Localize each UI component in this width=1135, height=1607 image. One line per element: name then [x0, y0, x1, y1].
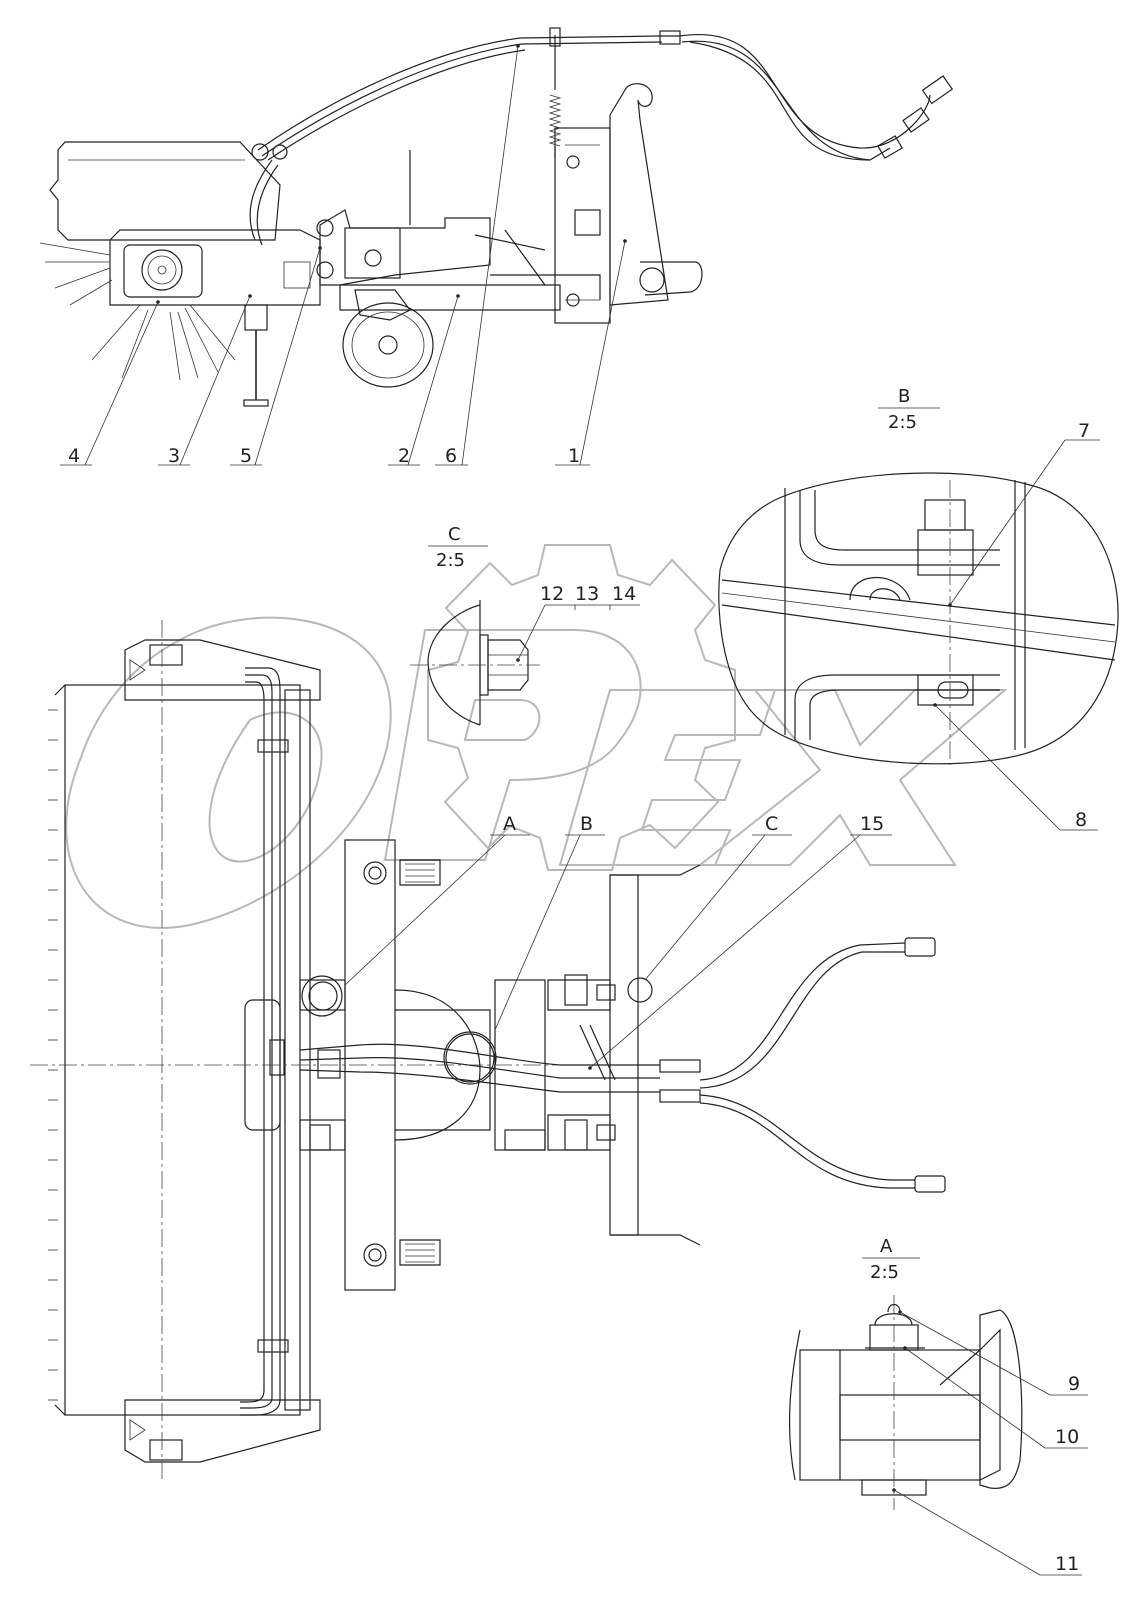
callout-12: 12 [540, 583, 564, 605]
callout-13: 13 [575, 583, 599, 605]
bristle-ticks [48, 709, 58, 1401]
callout-3: 3 [168, 445, 180, 467]
callout-7: 7 [1078, 420, 1090, 442]
side-view-callouts: 1 2 3 4 5 6 [60, 45, 626, 467]
detail-view-c: C 2:5 12 13 14 [410, 524, 640, 726]
callout-1: 1 [568, 445, 580, 467]
opex-watermark [65, 544, 1008, 929]
detail-b-scale: 2:5 [888, 412, 917, 433]
detail-view-a: A 2:5 9 10 11 [788, 1236, 1088, 1576]
callout-5: 5 [240, 445, 252, 467]
callout-8: 8 [1075, 809, 1087, 831]
side-view [39, 27, 954, 407]
callout-2: 2 [398, 445, 410, 467]
marker-c: C [765, 813, 778, 835]
top-view [30, 620, 946, 1480]
callout-6: 6 [445, 445, 457, 467]
callout-4: 4 [68, 445, 80, 467]
detail-c-letter: C [448, 524, 461, 545]
callout-14: 14 [612, 583, 636, 605]
marker-a: A [503, 813, 516, 835]
detail-b-letter: B [898, 386, 910, 407]
callout-10: 10 [1055, 1426, 1079, 1448]
callout-9: 9 [1068, 1373, 1080, 1395]
section-markers: A B C 15 [344, 813, 892, 1070]
detail-a-scale: 2:5 [870, 1262, 899, 1283]
detail-view-b: B 2:5 7 8 [718, 386, 1119, 831]
callout-11: 11 [1055, 1553, 1079, 1575]
detail-a-letter: A [880, 1236, 893, 1257]
marker-b: B [580, 813, 593, 835]
detail-c-scale: 2:5 [436, 550, 465, 571]
callout-15: 15 [860, 813, 884, 835]
